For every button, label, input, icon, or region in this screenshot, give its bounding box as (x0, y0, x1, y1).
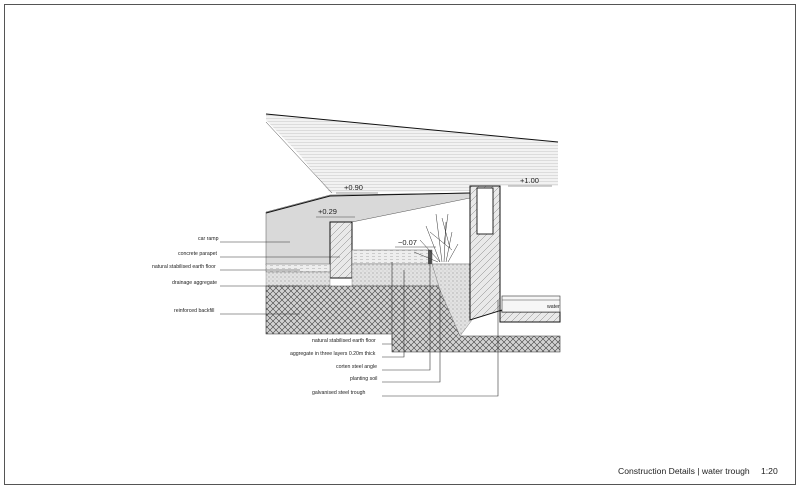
title-block: Construction Details | water trough 1:20 (618, 466, 778, 476)
car-ramp-edge (265, 192, 471, 214)
level-plus-0-29: +0.29 (318, 207, 337, 216)
label-car-ramp: car ramp (198, 236, 219, 242)
label-earth-floor: natural stabilised earth floor (152, 264, 216, 270)
ramp-view-hatch (266, 114, 558, 193)
water-label: water (547, 304, 560, 310)
earth-floor-left (265, 263, 331, 273)
concrete-parapet (329, 221, 353, 279)
label-bottom-corten-angle: corten steel angle (336, 364, 377, 370)
level-plus-0-90: +0.90 (344, 183, 363, 192)
earth-floor-middle (351, 249, 433, 265)
drainage-aggregate-left (265, 271, 331, 287)
sheet-border (4, 4, 796, 485)
level-markers: +0.90 +0.29 −0.07 +1.00 (316, 176, 552, 248)
drawing-title: Construction Details | water trough (618, 466, 750, 476)
bottom-annotations: natural stabilised earth floor aggregate… (290, 260, 499, 397)
ramp-top-line (265, 113, 559, 143)
level-plus-1-00: +1.00 (520, 176, 539, 185)
corten-angle (428, 250, 432, 264)
label-bottom-trough: galvanised steel trough (312, 390, 365, 396)
label-bottom-planting-soil: planting soil (350, 376, 377, 382)
label-reinforced-backfill: reinforced backfill (174, 308, 214, 314)
planting-soil (431, 263, 473, 337)
label-bottom-earth-floor: natural stabilised earth floor (312, 338, 376, 344)
left-annotations: car ramp concrete parapet natural stabil… (152, 236, 340, 315)
level-minus-0-07: −0.07 (398, 238, 417, 247)
plant-sketch (413, 213, 459, 263)
label-bottom-aggregate: aggregate in three layers 0.20m thick (290, 351, 376, 357)
ramp-slope-line (265, 121, 333, 194)
drawing-scale: 1:20 (761, 466, 778, 476)
label-drainage-aggregate: drainage aggregate (172, 280, 217, 286)
section-drawing (265, 113, 561, 353)
label-concrete-parapet: concrete parapet (178, 251, 217, 257)
trough-slot (476, 187, 494, 235)
